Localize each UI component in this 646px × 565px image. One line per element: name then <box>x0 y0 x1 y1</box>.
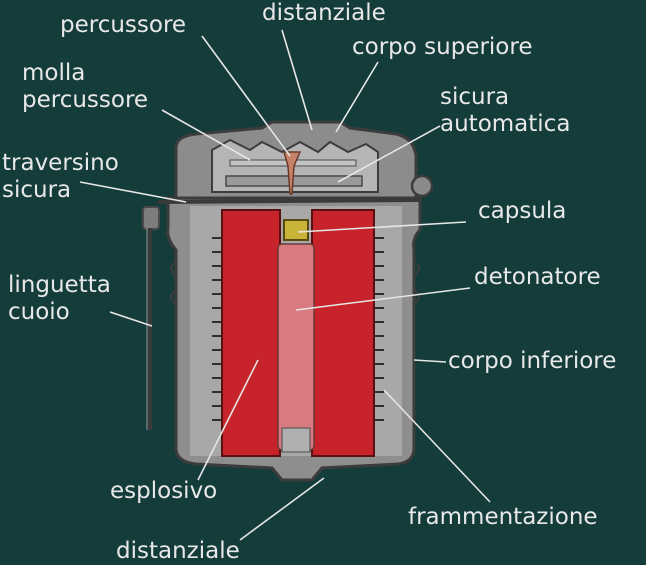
label-molla-percussore: molla percussore <box>22 60 148 114</box>
capsule <box>283 219 309 241</box>
label-percussore: percussore <box>60 12 187 38</box>
striker <box>283 151 302 195</box>
label-corpo-inferiore: corpo inferiore <box>448 348 617 374</box>
label-traversino-sicura-line2: sicura <box>2 177 72 203</box>
leather-strap <box>142 206 160 430</box>
label-distanziale-top: distanziale <box>262 0 386 26</box>
label-sicura-automatica: sicura automatica <box>440 84 570 138</box>
label-linguetta-cuoio-line1: linguetta <box>8 272 111 298</box>
label-linguetta-cuoio-line2: cuoio <box>8 299 70 325</box>
label-detonatore: detonatore <box>474 264 601 290</box>
label-capsula: capsula <box>478 198 567 224</box>
leader-lines <box>79 29 491 541</box>
label-distanziale-bottom: distanziale <box>116 538 240 564</box>
label-corpo-superiore: corpo superiore <box>352 34 533 60</box>
explosive-right <box>311 209 375 457</box>
label-traversino-sicura-line1: traversino <box>2 150 119 176</box>
label-sicura-automatica-line1: sicura <box>440 84 510 110</box>
detonator-tube <box>277 243 315 451</box>
label-sicura-automatica-line2: automatica <box>440 111 571 137</box>
explosive-left <box>221 209 281 457</box>
label-frammentazione: frammentazione <box>408 504 598 530</box>
label-molla-percussore-line2: percussore <box>22 87 149 113</box>
label-molla-percussore-line1: molla <box>22 60 86 86</box>
label-esplosivo: esplosivo <box>110 478 218 504</box>
label-traversino-sicura: traversino sicura <box>2 150 119 204</box>
grenade-body <box>157 120 434 482</box>
label-linguetta-cuoio: linguetta cuoio <box>8 272 111 326</box>
